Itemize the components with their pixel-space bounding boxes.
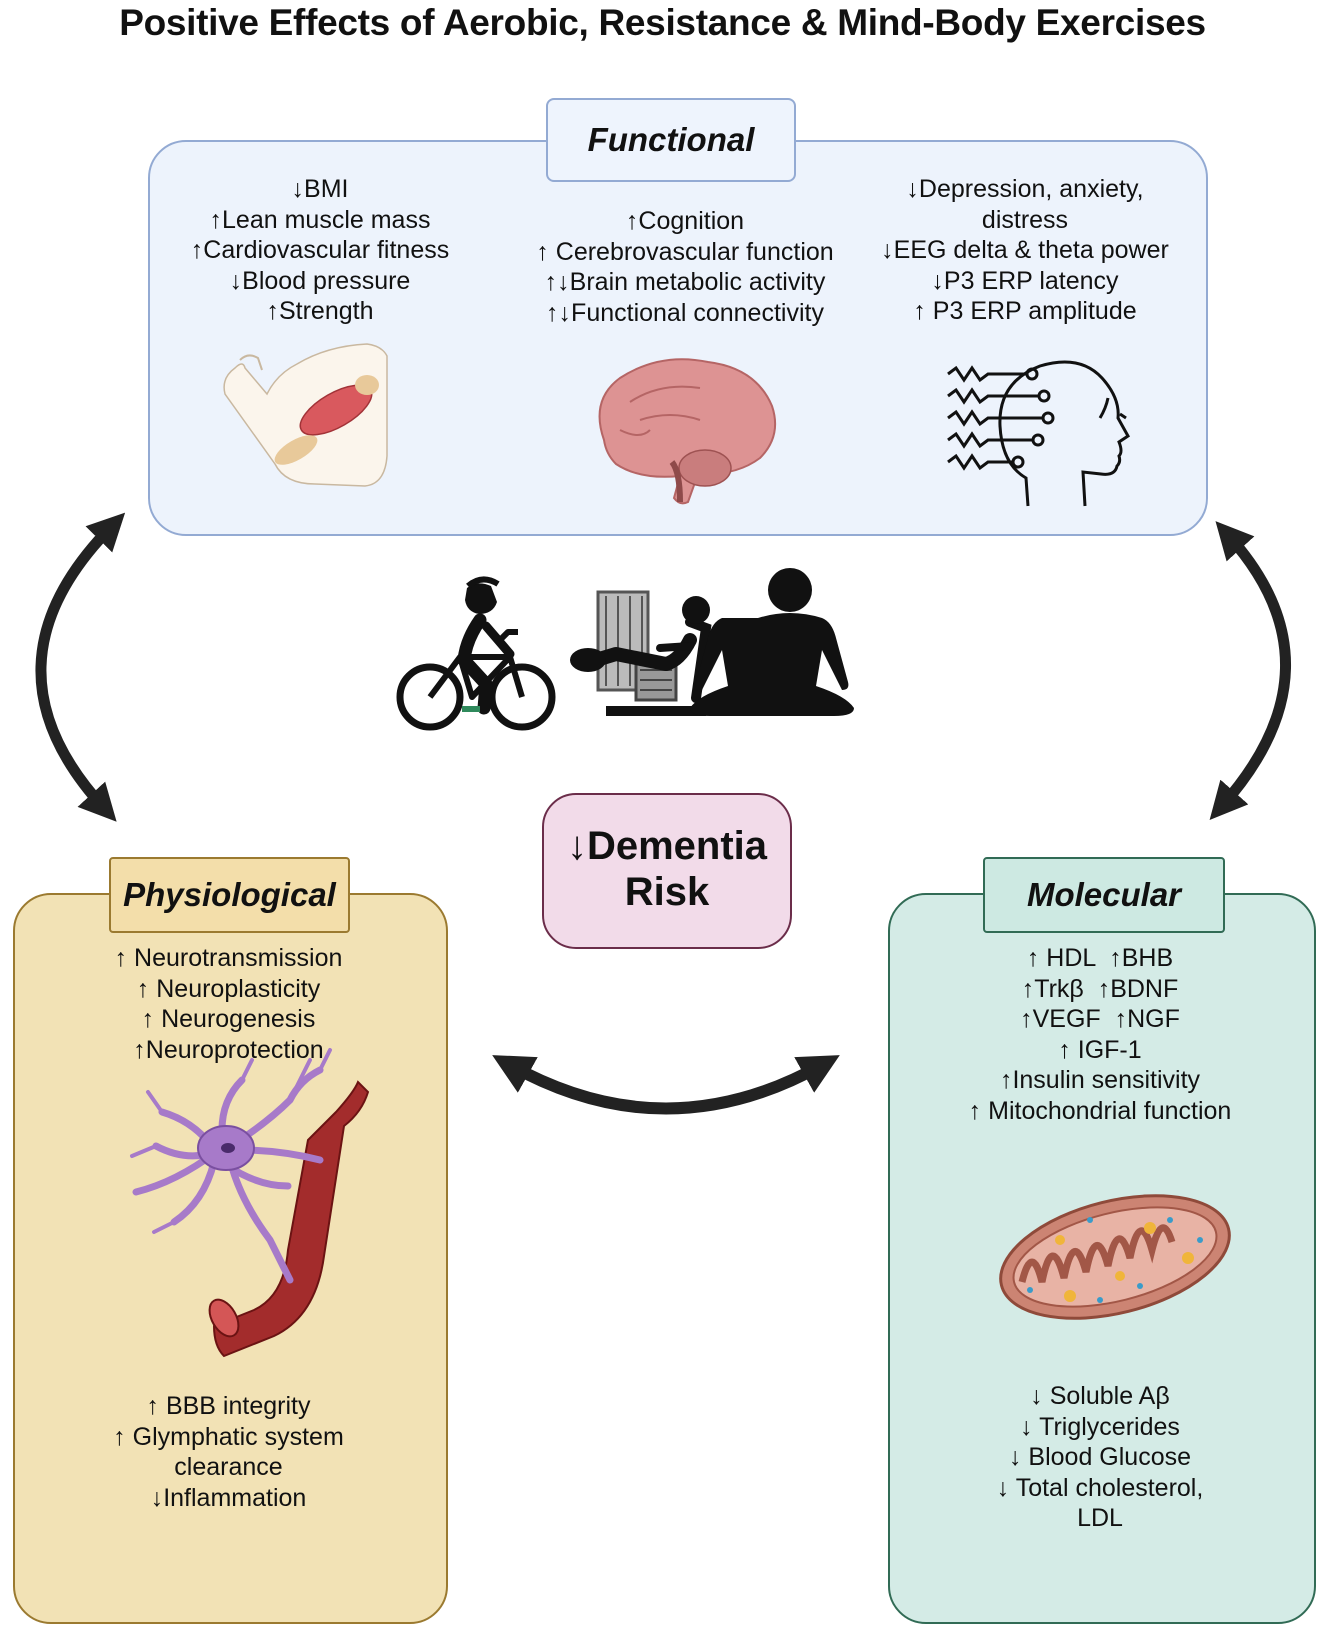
molecular-item: ↓ Triglycerides [1020, 1412, 1180, 1441]
functional-label: Functional [546, 98, 796, 182]
molecular-item: ↓ Total cholesterol, [996, 1473, 1204, 1502]
functional-col1: ↓BMI ↑Lean muscle mass ↑Cardiovascular f… [160, 174, 480, 327]
eeg-head-icon [947, 360, 1130, 507]
dementia-risk-box: ↓Dementia Risk [542, 793, 792, 949]
functional-item: ↑Strength [266, 297, 374, 325]
arrow-left-curve [35, 512, 126, 822]
molecular-item: ↑VEGF ↑NGF [1020, 1005, 1180, 1033]
functional-item: ↑↓Brain metabolic activity [544, 268, 826, 296]
page-title: Positive Effects of Aerobic, Resistance … [119, 2, 1206, 43]
arrow-right-curve [1209, 521, 1291, 821]
physiological-label: Physiological [109, 857, 350, 933]
physiological-item: ↑ Neuroplasticity [136, 974, 321, 1003]
molecular-item: ↑Trkβ ↑BDNF [1021, 974, 1179, 1003]
dementia-line2: Risk [624, 870, 710, 914]
molecular-top-list: ↑ HDL ↑BHB ↑Trkβ ↑BDNF ↑VEGF ↑NGF ↑ IGF-… [888, 943, 1312, 1126]
functional-item: ↑ P3 ERP amplitude [913, 297, 1137, 325]
functional-item: ↓BMI [291, 175, 349, 203]
molecular-item: ↓ Blood Glucose [1008, 1443, 1192, 1471]
functional-col2: ↑Cognition ↑ Cerebrovascular function ↑↓… [500, 206, 870, 328]
functional-item: ↓Blood pressure [229, 266, 411, 295]
neuron-vessel-icon [130, 1048, 370, 1358]
physiological-item: ↑ Neurogenesis [141, 1005, 316, 1033]
mitochondria-icon [999, 1194, 1231, 1320]
functional-item: ↓P3 ERP latency [931, 266, 1119, 295]
physiological-item: ↑ Neurotransmission [114, 944, 343, 972]
physiological-item: clearance [174, 1453, 283, 1481]
dementia-line1: ↓Dementia [566, 824, 768, 868]
physiological-top-list: ↑ Neurotransmission ↑ Neuroplasticity ↑ … [13, 943, 444, 1065]
molecular-item: ↓ Soluble Aβ [1030, 1382, 1170, 1410]
physiological-item: ↓Inflammation [150, 1483, 307, 1512]
molecular-label: Molecular [983, 857, 1225, 933]
functional-item: ↑↓Functional connectivity [546, 298, 824, 327]
brain-icon [598, 358, 776, 505]
molecular-item: ↑ Mitochondrial function [968, 1096, 1232, 1125]
functional-item: ↓Depression, anxiety, [906, 175, 1144, 203]
functional-item: ↑Lean muscle mass [209, 205, 431, 234]
arm-muscle-icon [223, 343, 388, 487]
cyclist-icon [396, 576, 556, 731]
functional-item: ↑Cardiovascular fitness [190, 236, 450, 264]
meditation-icon [690, 568, 854, 716]
molecular-bottom-list: ↓ Soluble Aβ ↓ Triglycerides ↓ Blood Glu… [888, 1381, 1312, 1534]
arrow-bottom-curve [492, 1055, 840, 1115]
functional-col3: ↓Depression, anxiety, distress ↓EEG delt… [860, 174, 1190, 327]
functional-item: ↑ Cerebrovascular function [536, 237, 834, 266]
molecular-item: ↑ IGF-1 [1058, 1035, 1142, 1064]
molecular-item: LDL [1077, 1504, 1123, 1532]
functional-item: distress [981, 205, 1069, 234]
molecular-item: ↑Insulin sensitivity [999, 1066, 1201, 1094]
physiological-item: ↑Neuroprotection [133, 1035, 324, 1064]
physiological-bottom-list: ↑ BBB integrity ↑ Glymphatic system clea… [13, 1391, 444, 1513]
physiological-item: ↑ Glymphatic system [113, 1422, 344, 1451]
functional-item: ↑Cognition [625, 207, 745, 235]
leg-press-icon [570, 590, 712, 716]
molecular-item: ↑ HDL ↑BHB [1026, 944, 1174, 972]
physiological-panel [13, 893, 448, 1624]
physiological-item: ↑ BBB integrity [146, 1392, 311, 1420]
functional-item: ↓EEG delta & theta power [881, 236, 1169, 264]
